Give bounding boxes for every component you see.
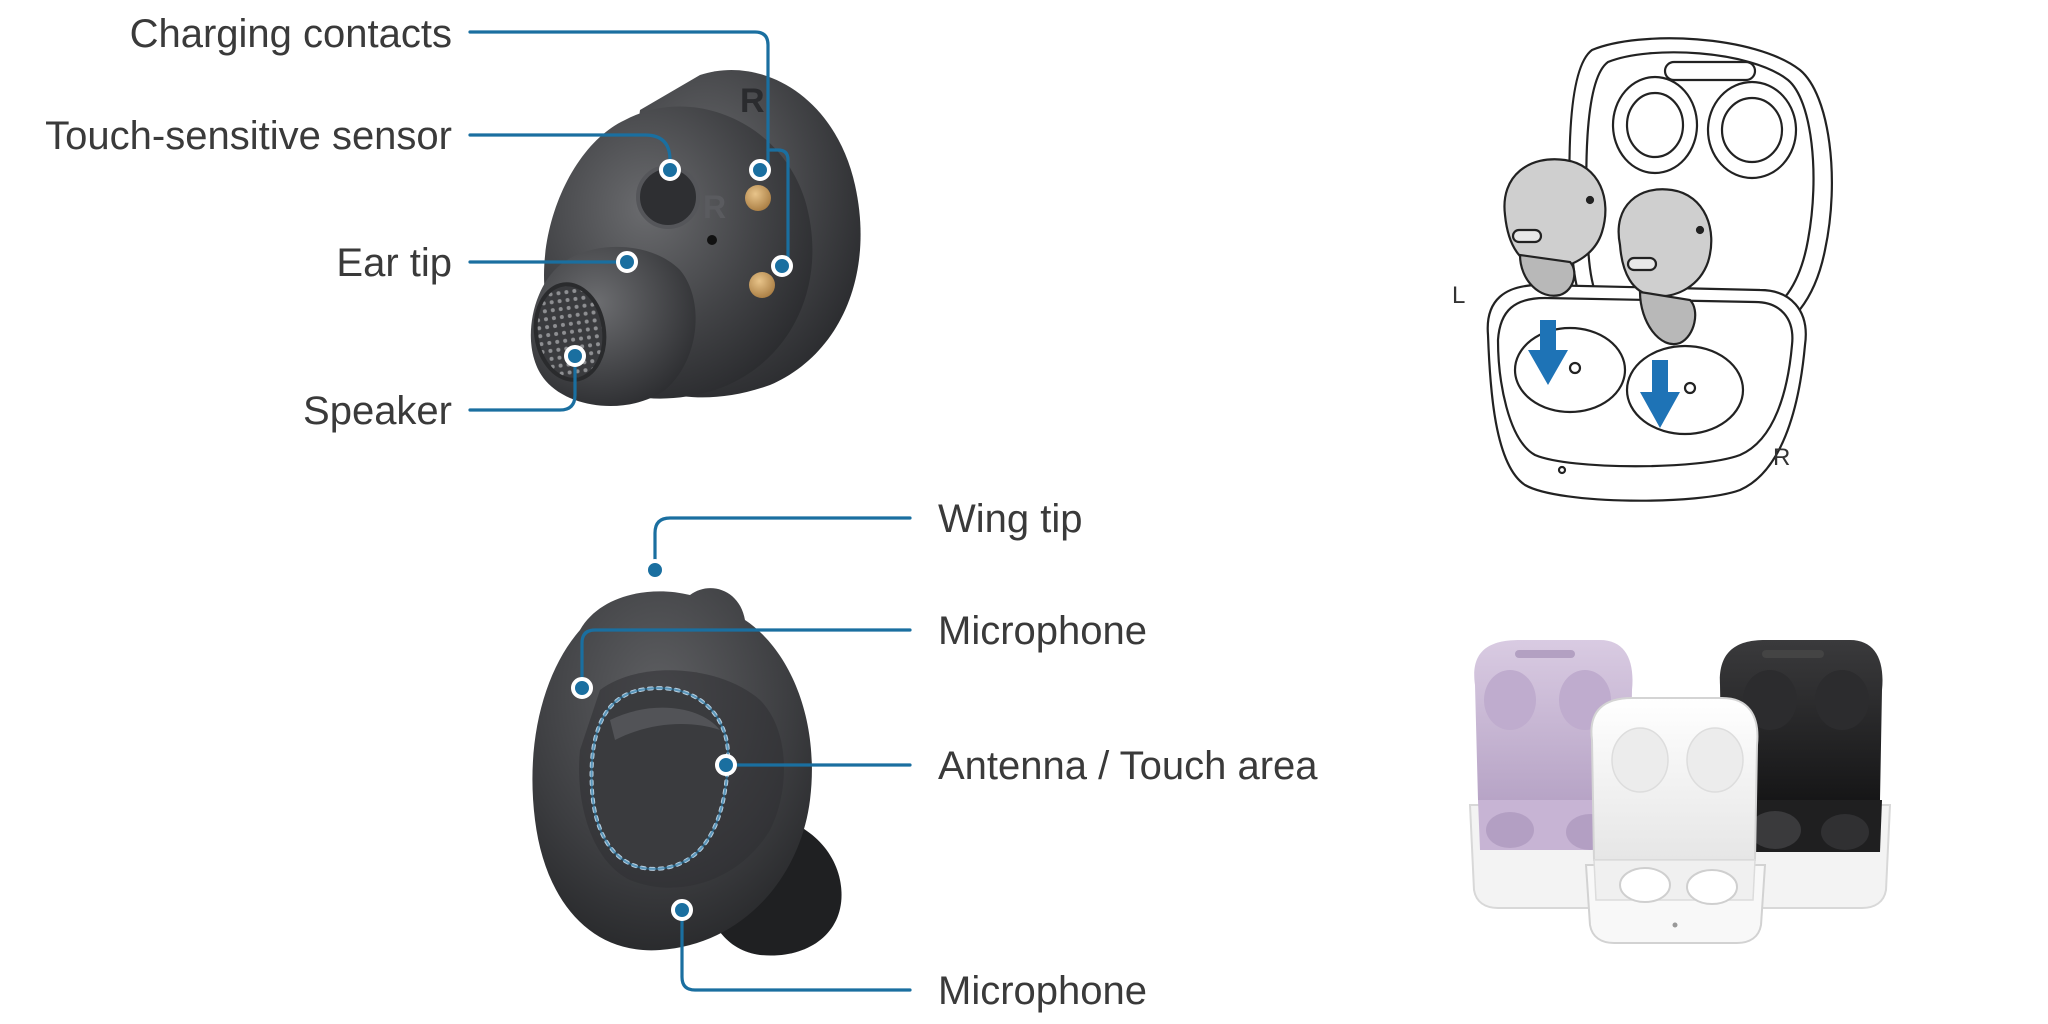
side-mark-wing: R [740, 82, 765, 120]
case-lid-cavity-left-inner [1625, 91, 1685, 159]
case-white-icon [1584, 697, 1767, 944]
insert-arrow-right [1640, 360, 1680, 428]
vent-hole-icon [707, 235, 717, 245]
top-earbud-labels: Charging contacts Touch-sensitive sensor… [45, 12, 452, 433]
side-mark-body: R [703, 189, 726, 225]
earbud-left-icon [1503, 158, 1607, 297]
touch-area-edge [590, 687, 730, 870]
case-lid-slot [1663, 60, 1757, 82]
label-microphone-bottom: Microphone [938, 969, 1147, 1013]
case-lid-cavity-left [1611, 75, 1699, 175]
label-charging-contacts: Charging contacts [130, 12, 452, 56]
callout-dot-charging-upper [749, 159, 771, 181]
case-led-dot [1557, 465, 1567, 475]
label-speaker: Speaker [303, 389, 452, 433]
bottom-earbud-callouts [571, 516, 912, 992]
earbud-sheen [610, 707, 720, 740]
case-base-cavity-right [1625, 344, 1745, 436]
callout-dot-wing-tip [644, 559, 666, 581]
label-touch-sensor: Touch-sensitive sensor [45, 114, 452, 158]
label-antenna-touch: Antenna / Touch area [938, 744, 1318, 788]
label-microphone-top: Microphone [938, 609, 1147, 653]
top-earbud-illustration: R R [530, 69, 861, 407]
case-left-mark: L [1452, 282, 1465, 309]
case-right-mark: R [1773, 444, 1790, 471]
case-base-rim [1496, 296, 1794, 468]
case-lid-cavity-right [1706, 80, 1798, 180]
callout-dot-touch-sensor [659, 159, 681, 181]
charging-contact-lower-icon [749, 272, 775, 298]
case-base-cavity-left [1513, 326, 1627, 414]
leader-wing-tip [653, 516, 912, 570]
insert-arrow-icon [1528, 320, 1680, 428]
leader-microphone-bottom [680, 910, 912, 992]
label-ear-tip: Ear tip [336, 241, 452, 285]
callout-dot-antenna-touch [715, 754, 737, 776]
earbud-right-icon [1617, 188, 1713, 346]
case-magnet-dot-left [1568, 361, 1582, 375]
bottom-earbud-labels: Wing tip Microphone Antenna / Touch area… [938, 497, 1318, 1013]
leader-microphone-top [580, 628, 912, 688]
speaker-mesh-icon [533, 282, 607, 382]
leader-speaker [468, 356, 577, 412]
bottom-earbud-illustration [532, 588, 842, 956]
case-insertion-diagram [1486, 37, 1833, 502]
leader-charging-contacts [468, 30, 770, 172]
insert-arrow-left [1528, 320, 1568, 385]
label-wing-tip: Wing tip [938, 497, 1083, 541]
callout-dot-ear-tip [616, 251, 638, 273]
callout-dot-speaker [564, 345, 586, 367]
charging-contact-upper-icon [745, 185, 771, 211]
callout-dot-microphone-top [571, 677, 593, 699]
callout-dot-microphone-bottom [671, 899, 693, 921]
leader-charging-contacts-branch [766, 148, 790, 264]
case-lid-cavity-right-inner [1720, 96, 1784, 164]
case-magnet-dot-right [1683, 381, 1697, 395]
top-earbud-callouts [468, 30, 793, 412]
callout-dot-charging-lower [771, 255, 793, 277]
color-lineup-photo [1468, 640, 1892, 944]
